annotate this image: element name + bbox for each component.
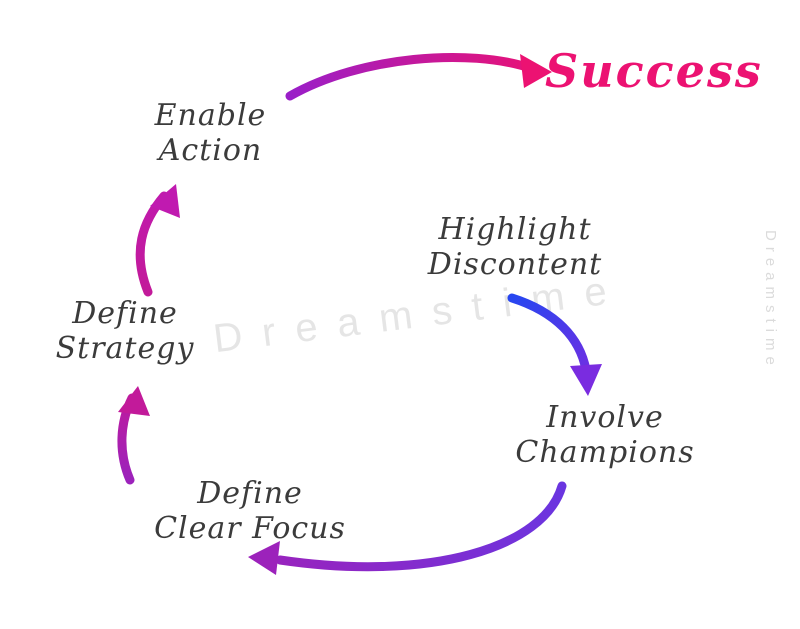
node-involve-champions: Involve Champions [515,400,695,471]
arrow-define-clear-focus-to-define-strategy [117,386,150,485]
node-define-clear-focus: Define Clear Focus [154,476,346,547]
node-highlight-discontent: Highlight Discontent [427,212,603,283]
arrow-involve-champions-to-define-clear-focus [248,481,567,575]
arrow-highlight-discontent-to-involve-champions [507,293,602,396]
node-define-strategy: Define Strategy [55,296,195,367]
node-enable-action: Enable Action [154,98,267,169]
arrow-define-strategy-to-enable-action [135,184,180,297]
arrow-enable-action-to-success [285,53,552,101]
node-success: Success [545,44,763,98]
